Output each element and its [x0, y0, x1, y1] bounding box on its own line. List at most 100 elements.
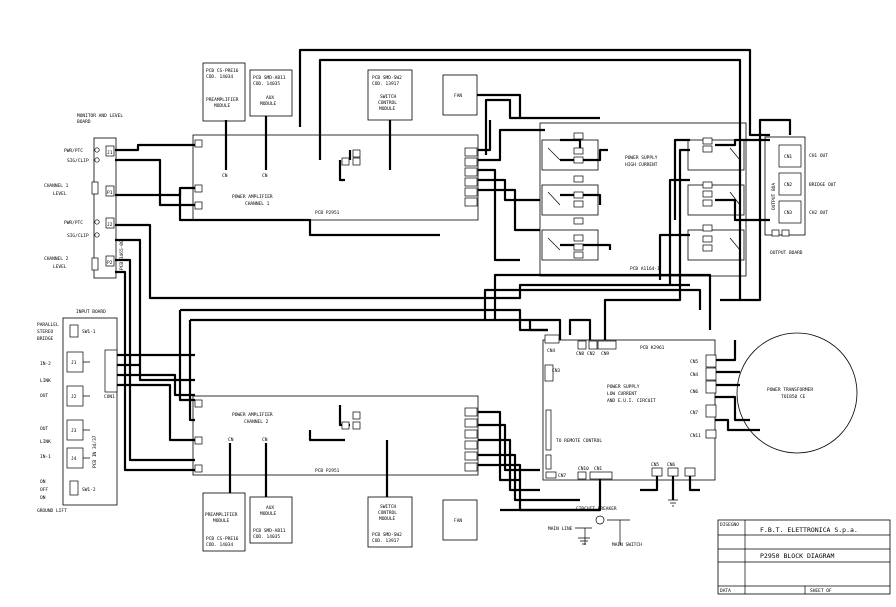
psu-low-cn2 [588, 340, 598, 350]
wiring [115, 48, 792, 545]
amp-ch1-box [192, 134, 479, 221]
output-board-pcb: OUTPUT BOA [771, 183, 777, 210]
mains-section: CIRCUIT BREAKER MAIN LINE MAIN SWITCH [548, 499, 678, 548]
monitor-board-pcb: PCB 1465-00 [119, 240, 125, 270]
on2-label: ON [40, 495, 46, 501]
amp-ch2-conn-r5 [464, 451, 478, 461]
preamp-bot-pcb: PCB CS-PRE16 [206, 536, 239, 542]
psu-low-title-c: AND E.U.I. CIRCUIT [607, 398, 656, 404]
channel2-level-label: CHANNEL 2 [44, 256, 69, 262]
off-label: OFF [40, 487, 48, 493]
aux-bot-name-b: MODULE [260, 511, 277, 517]
psu-low-cn1 [589, 471, 613, 480]
input-con1-label: CON1 [104, 394, 115, 400]
output-bridge-socket[interactable] [778, 172, 802, 196]
ch2-out-label: CH2 OUT [809, 210, 828, 216]
circuit-breaker-label: CIRCUIT BREAKER [576, 506, 617, 512]
output-board: OUTPUT BOA CN1 CN2 CN3 CH1 OUT BRIDGE OU… [764, 136, 836, 256]
monitor-connector-j1-label: J1 [107, 150, 113, 156]
sheet-label: SHEET OF [810, 588, 832, 594]
monitor-connector-p1-label: P1 [107, 190, 113, 196]
switch-top-name: SWITCH [380, 94, 397, 100]
channel1-level-knob-icon[interactable] [91, 181, 99, 195]
bridge-out-label: BRIDGE OUT [809, 182, 836, 188]
amp-ch1-conn-r5 [464, 187, 478, 197]
aux-module-bottom: AUX MODULE PCB SMD-AB11 COD. 14035 [249, 496, 293, 544]
channel2-level-knob-icon[interactable] [91, 257, 99, 271]
aux-top-name-b: MODULE [260, 101, 277, 107]
amp-ch2-conn-left3 [194, 464, 203, 473]
psu-low-cn-bottom3 [684, 467, 696, 477]
amp-ch2-conn-r2 [464, 418, 478, 428]
fan-bot-box [442, 499, 478, 541]
psu-low-cn3 [544, 364, 554, 382]
amp-ch1-title: POWER AMPLIFIER [232, 194, 273, 200]
psu-low-right-cn3-label: CN6 [690, 389, 698, 395]
psu-low-cn8 [577, 340, 587, 350]
psu-low-cn4 [544, 334, 560, 344]
psu-low-title-b: LOW CURRENT [607, 391, 637, 397]
jack-j3-label: J3 [71, 428, 77, 434]
monitor-board-box [93, 137, 117, 279]
title-block-frame [717, 519, 891, 595]
amp-ch1-conn-r4 [464, 177, 478, 187]
preamp-module-top: PCB CS-PRE16 COD. 14034 PREAMPLIFIER MOD… [202, 62, 246, 122]
switch-bot-pcb: PCB SMD-SW2 [372, 532, 402, 538]
amp-ch2-box [192, 395, 479, 476]
link2-label: LINK [40, 439, 51, 445]
psu-low-cn4-label: CN4 [547, 348, 555, 354]
switch-bot-cod: COD. 13917 [372, 538, 399, 544]
psu-low-cn5-bottom-label: CN5 [651, 462, 659, 468]
sw1-2-switch-icon[interactable] [69, 480, 79, 496]
psu-high-sub2 [541, 184, 599, 216]
amp-ch1-conn-left1 [194, 139, 203, 148]
switch-bot-name: SWITCH [380, 504, 397, 510]
psu-low-cn5-bottom [651, 467, 663, 477]
pwr-ptc-2-label: PWR/PTC [64, 220, 83, 226]
psu-low-cn10 [577, 471, 587, 480]
preamp-top-cod: COD. 14034 [206, 74, 233, 80]
in2-label: IN-2 [40, 361, 51, 367]
switch-top-name-c: MODULE [379, 106, 396, 112]
drawing-title: P2950 BLOCK DIAGRAM [760, 552, 834, 560]
preamp-bot-cod: COD. 14034 [206, 542, 233, 548]
amp-ch2-conn-mid1 [352, 411, 361, 420]
amp-ch2-cn-a: CN [228, 437, 234, 443]
main-switch-label: MAIN SWITCH [612, 542, 642, 548]
switch-control-bottom: SWITCH CONTROL MODULE PCB SMD-SW2 COD. 1… [367, 496, 413, 548]
psu-low-remote-header[interactable] [545, 409, 552, 451]
monitor-level-board: MONITOR AND LEVEL BOARD PCB 1465-00 PWR/… [44, 113, 125, 279]
amp-ch1-cn-b: CN [262, 173, 268, 179]
switch-top-cod: COD. 13917 [372, 81, 399, 87]
amp-ch2-pcb: PCB P2951 [315, 468, 340, 474]
monitor-connector-p2-label: P2 [107, 260, 113, 266]
aux-top-cod: COD. 14035 [253, 81, 280, 87]
psu-low-right-cn2-label: CN4 [690, 372, 698, 378]
sw1-1-switch-icon[interactable] [69, 324, 79, 338]
psu-low-cn10-label: CN10 [578, 466, 589, 472]
psu-high-subtitle: HIGH CURRENT [625, 162, 658, 168]
amp-ch1-conn-mid3 [352, 157, 361, 166]
amp-ch1-conn-mid2 [341, 157, 350, 166]
ch1-out-label: CH1 OUT [809, 153, 828, 159]
jack-leads [83, 361, 90, 459]
led-sig-2-icon [94, 232, 100, 238]
psu-low-right-cn4-label: CN7 [690, 410, 698, 416]
output-ch2-socket[interactable] [778, 200, 802, 224]
main-line-label: MAIN LINE [548, 526, 573, 532]
aux-top-pcb: PCB SMD-AB11 [253, 75, 286, 81]
preamp-top-name-b: MODULE [214, 103, 231, 109]
sig-clip-2-label: SIG/CLIP [67, 233, 89, 239]
ground-icon-2 [668, 499, 678, 507]
amp-ch1-conn-r3 [464, 167, 478, 177]
sig-clip-1-label: SIG/CLIP [67, 158, 89, 164]
psu-low-right-cn3 [705, 380, 717, 394]
switch-bot-box [367, 496, 413, 548]
circuit-breaker-icon[interactable] [595, 515, 605, 525]
output-ch1-socket[interactable] [778, 144, 802, 168]
amp-ch2-module-links [228, 440, 389, 497]
psu-high-current: POWER SUPPLY HIGH CURRENT PCB A1164-1 [539, 122, 747, 277]
monitor-connector-j1 [105, 145, 115, 157]
